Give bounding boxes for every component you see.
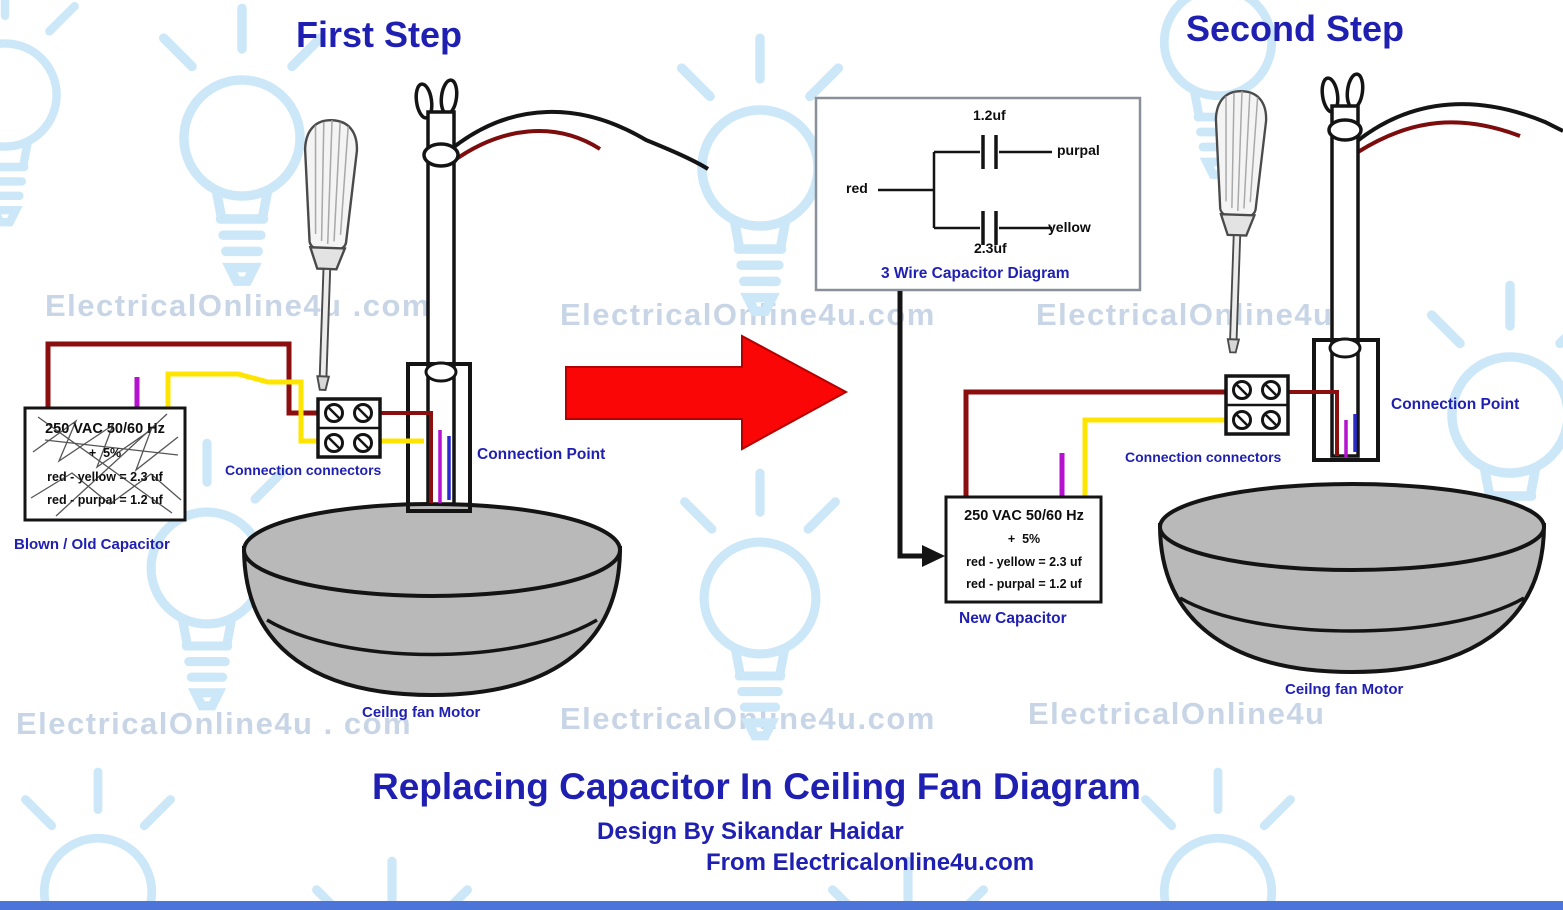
wire-red [963, 389, 1226, 497]
watermark-text: ElectricalOnline4u .com [45, 288, 431, 323]
arrow-right-icon [565, 334, 849, 451]
page-title: Replacing Capacitor In Ceiling Fan Diagr… [372, 766, 1141, 807]
design-credit: Design By Sikandar Haidar [597, 818, 904, 845]
hanger-hook-icon [1345, 72, 1365, 110]
capacitor-line: red - yellow = 2.3 uf [966, 554, 1082, 569]
old-capacitor-label: Blown / Old Capacitor [14, 536, 170, 553]
capacitor-line: red - yellow = 2.3 uf [47, 469, 163, 484]
new-capacitor-text: 250 VAC 50/60 Hz + 5% red - yellow = 2.3… [949, 500, 1099, 599]
fan-motor [241, 502, 623, 698]
wire-dark-red [450, 129, 602, 164]
wire-black [448, 109, 710, 171]
connection-point-label: Connection Point [1391, 396, 1520, 413]
wire-red [380, 411, 433, 503]
connector-block [316, 397, 382, 459]
connection-point-housing [1312, 337, 1380, 462]
motor-label: Ceilng fan Motor [362, 704, 481, 721]
new-capacitor-box [944, 495, 1103, 604]
bottom-border-bar [0, 901, 1563, 910]
watermark-text: ElectricalOnline4u . com [16, 706, 413, 741]
bottom-capacitor-value: 2.3uf [974, 240, 1007, 256]
first-step-title: First Step [296, 14, 463, 55]
source-credit: From Electricalonline4u.com [706, 849, 1035, 876]
wire-red [1288, 390, 1339, 456]
wire-yellow [1082, 417, 1226, 497]
capacitor-line: + 5% [88, 446, 122, 461]
hanger-hook-icon [439, 78, 459, 116]
motor-label: Ceilng fan Motor [1285, 681, 1404, 698]
red-terminal-label: red [846, 180, 868, 196]
second-step-assembly [944, 72, 1563, 675]
connectors-label: Connection connectors [225, 462, 382, 478]
new-capacitor-label: New Capacitor [959, 610, 1067, 627]
capacitor-symbol [981, 135, 998, 245]
connector-block [1224, 374, 1290, 436]
capacitor-line: red - purpal = 1.2 uf [47, 493, 163, 508]
wire-yellow [165, 371, 318, 444]
connection-point-housing [406, 361, 472, 513]
fan-downrod [1320, 72, 1563, 458]
capacitor-line: 250 VAC 50/60 Hz [964, 508, 1084, 525]
connectors-label: Connection connectors [1125, 449, 1282, 465]
schematic-title: 3 Wire Capacitor Diagram [881, 265, 1070, 282]
capacitor-line: 250 VAC 50/60 Hz [45, 420, 165, 437]
watermark-text: ElectricalOnline4u. [1036, 297, 1344, 332]
fan-motor [1157, 482, 1547, 675]
connection-point-label: Connection Point [477, 446, 606, 463]
capacitor-line: red - purpal = 1.2 uf [966, 576, 1082, 591]
screwdriver-icon [295, 118, 360, 392]
wire-red [45, 341, 318, 416]
wire-dark-red [1356, 120, 1521, 154]
purpal-terminal-label: purpal [1057, 142, 1100, 158]
old-capacitor-text: 250 VAC 50/60 Hz + 5% red - yellow = 2.3… [27, 411, 183, 517]
wire-black [1354, 102, 1563, 144]
second-step-title: Second Step [1186, 8, 1405, 49]
yellow-terminal-label: yellow [1048, 219, 1091, 235]
fan-downrod [414, 78, 710, 506]
capacitor-line: + 5% [1007, 532, 1041, 547]
capacitor-schematic [814, 96, 1142, 292]
pointer-line [897, 291, 945, 567]
top-capacitor-value: 1.2uf [973, 107, 1006, 123]
screwdriver-icon [1206, 89, 1269, 355]
watermark-text: ElectricalOnline4u [1028, 696, 1326, 731]
